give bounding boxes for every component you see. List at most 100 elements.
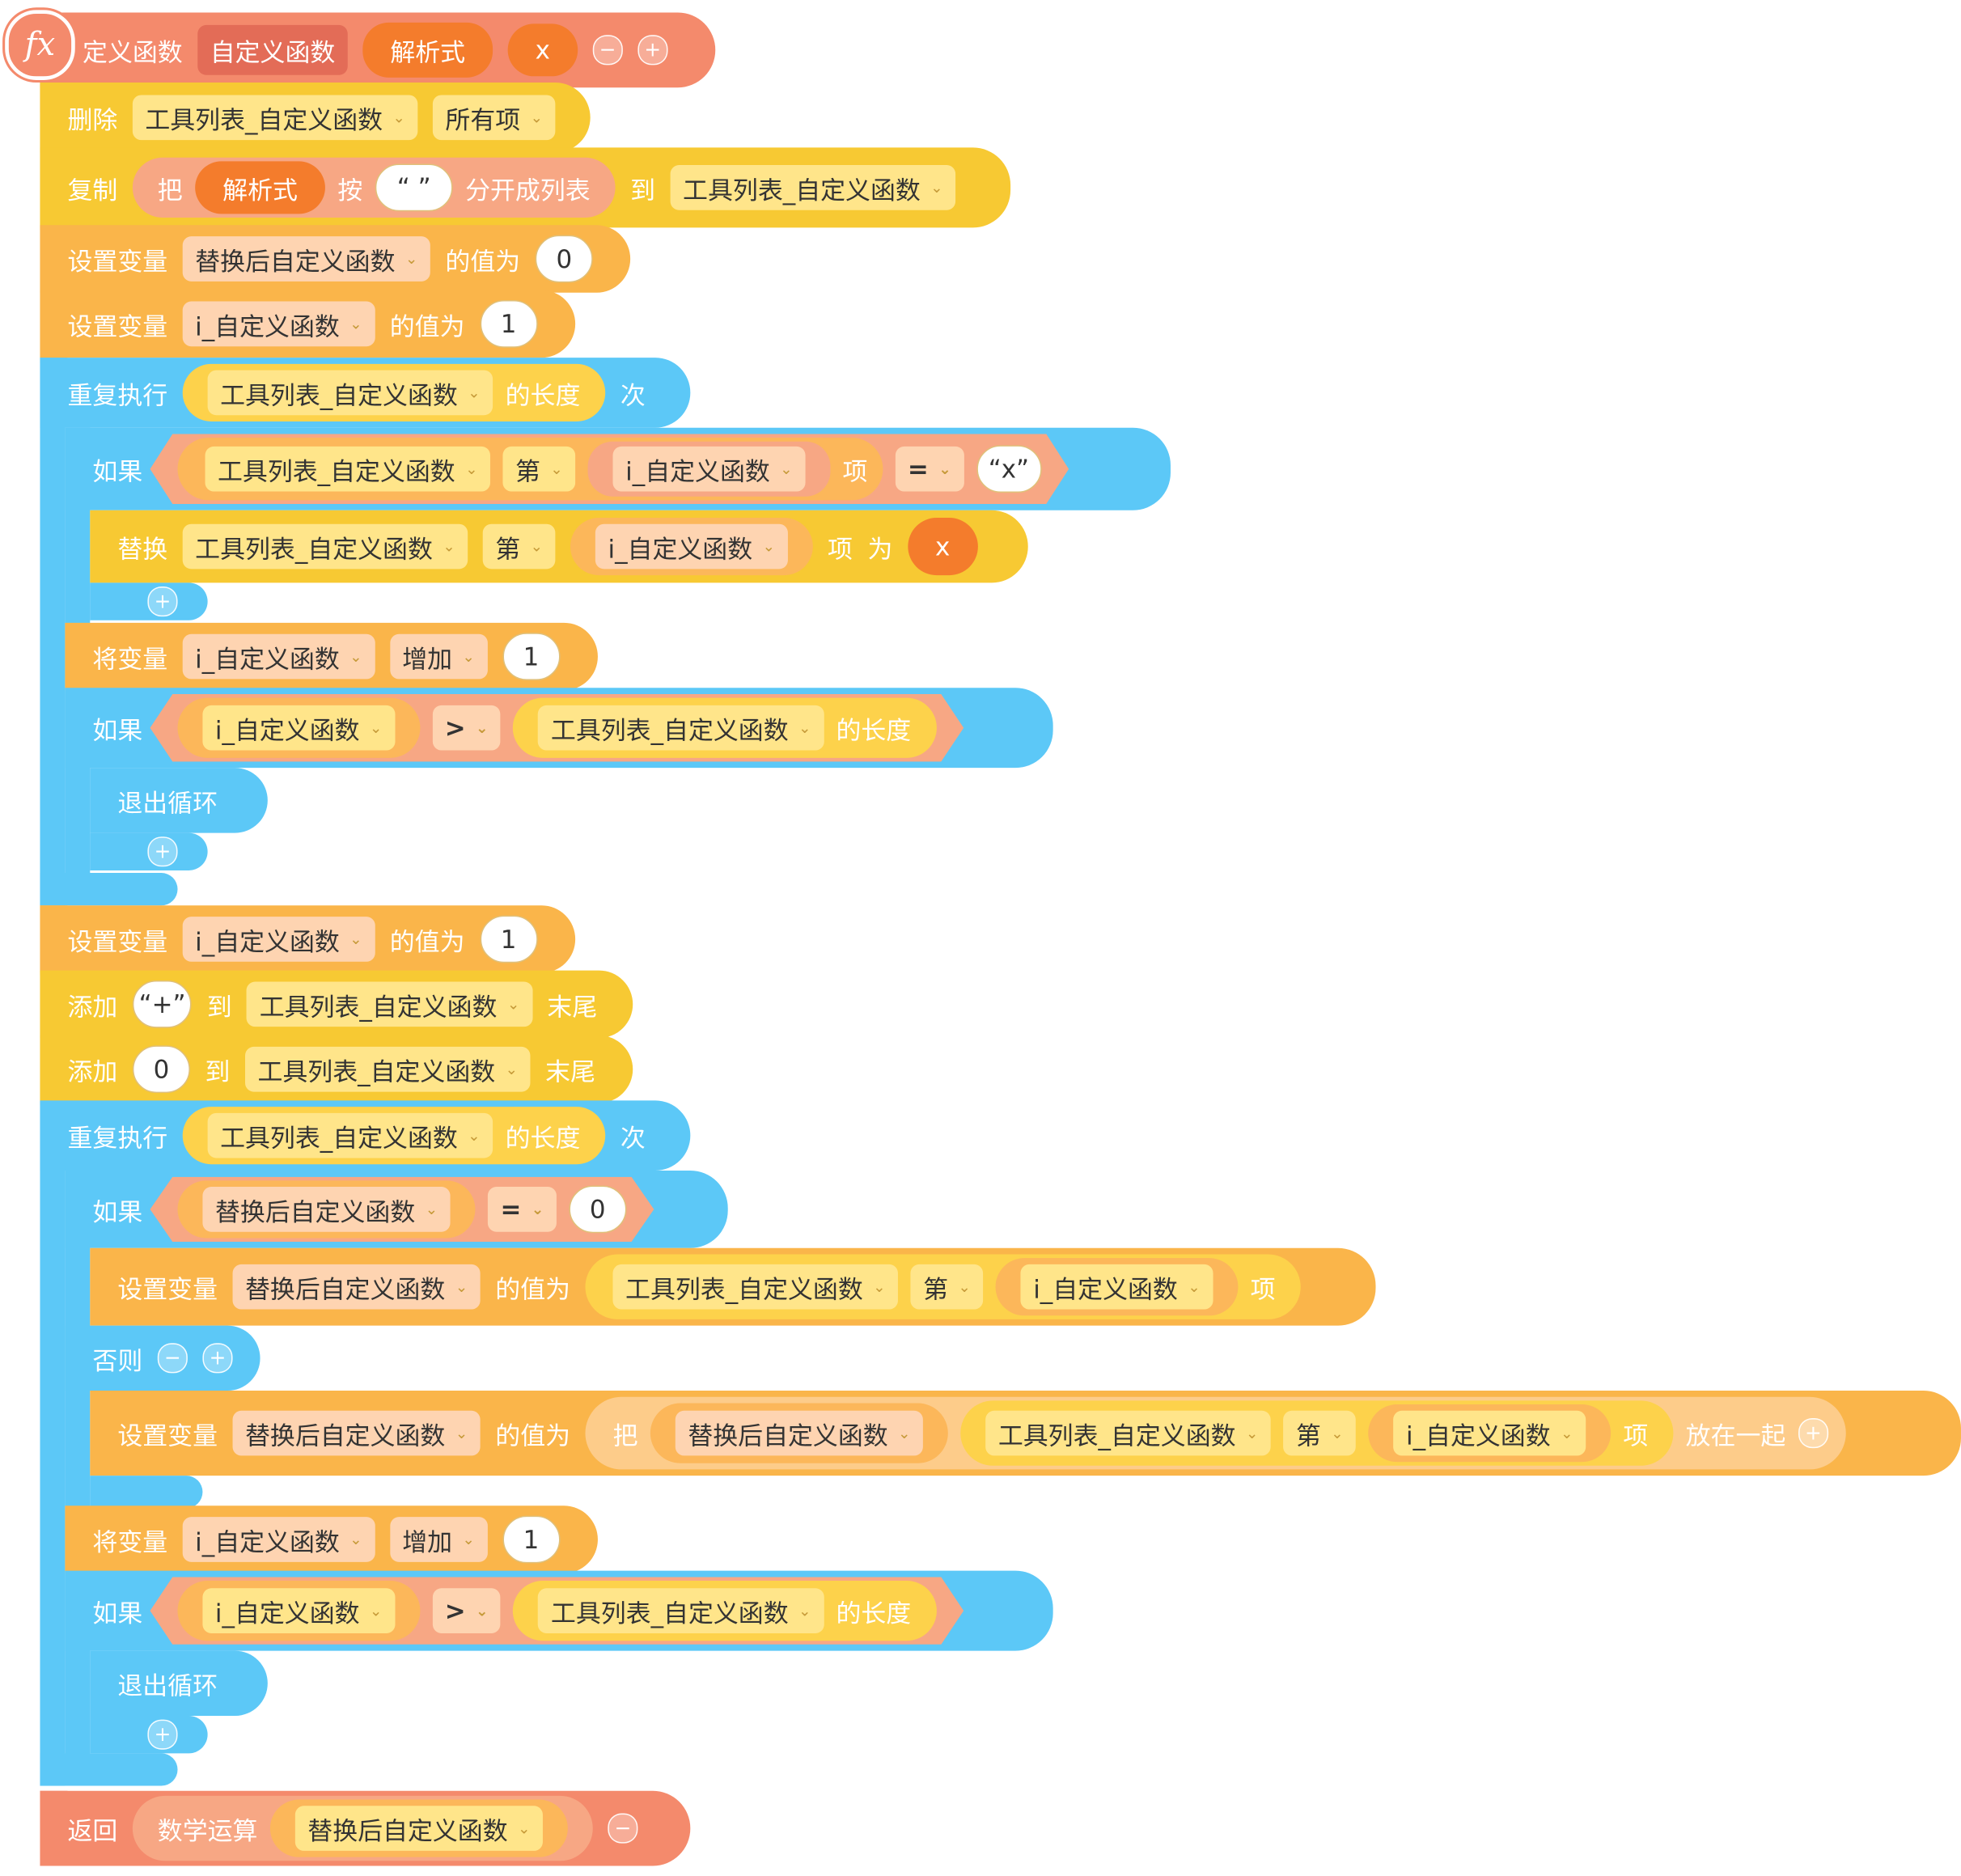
if-block[interactable]: 如果 i_自定义函数⌄ >⌄ 工具列表_自定义函数⌄ 的长度 <box>65 1570 1053 1651</box>
list-item-reporter[interactable]: 工具列表_自定义函数⌄ 第⌄ i_自定义函数⌄ 项 <box>178 438 883 500</box>
nth-dropdown[interactable]: 第⌄ <box>910 1264 984 1310</box>
operator-dropdown[interactable]: >⌄ <box>432 705 501 751</box>
var-dropdown[interactable]: i_自定义函数⌄ <box>182 633 375 680</box>
equals-condition[interactable]: 替换后自定义函数⌄ =⌄ 0 <box>150 1177 654 1242</box>
var-dropdown[interactable]: 替换后自定义函数⌄ <box>232 1410 481 1456</box>
list-dropdown[interactable]: 工具列表_自定义函数⌄ <box>247 981 532 1027</box>
if-block[interactable]: 如果 工具列表_自定义函数⌄ 第⌄ i_自定义函数⌄ 项 =⌄ “x” <box>65 427 1171 510</box>
value-input[interactable]: 0 <box>132 1045 190 1094</box>
repeat-block[interactable]: 重复执行 工具列表_自定义函数⌄ 的长度 次 <box>40 1100 691 1171</box>
list-dropdown[interactable]: 工具列表_自定义函数⌄ <box>612 1264 899 1310</box>
value-input[interactable]: 1 <box>480 915 538 963</box>
add-branch-icon[interactable]: + <box>147 587 178 617</box>
set-variable-block[interactable]: 设置变量 i_自定义函数⌄ 的值为 1 <box>40 905 576 973</box>
var-dropdown[interactable]: i_自定义函数⌄ <box>182 301 375 347</box>
operator-dropdown[interactable]: =⌄ <box>895 447 964 492</box>
var-dropdown[interactable]: i_自定义函数⌄ <box>202 705 394 751</box>
list-item-reporter[interactable]: 工具列表_自定义函数⌄ 第⌄ i_自定义函数⌄ 项 <box>585 1254 1301 1319</box>
greater-condition[interactable]: i_自定义函数⌄ >⌄ 工具列表_自定义函数⌄ 的长度 <box>150 1577 964 1644</box>
nth-dropdown[interactable]: 第⌄ <box>1283 1410 1357 1456</box>
var-dropdown[interactable]: i_自定义函数⌄ <box>1393 1410 1586 1456</box>
param-jiexishi-ref[interactable]: 解析式 <box>195 161 325 214</box>
return-block[interactable]: 返回 数学运算 替换后自定义函数⌄ − <box>40 1790 691 1866</box>
list-length-reporter[interactable]: 工具列表_自定义函数⌄ 的长度 <box>514 698 937 758</box>
var-reporter[interactable]: i_自定义函数⌄ <box>178 1581 420 1641</box>
list-length-reporter[interactable]: 工具列表_自定义函数⌄ 的长度 <box>182 1107 606 1165</box>
set-variable-block[interactable]: 设置变量 替换后自定义函数⌄ 的值为 把 替换后自定义函数⌄ 工具列表_自定义函… <box>90 1391 1961 1476</box>
copy-split-block[interactable]: 复制 把 解析式 按 “ ” 分开成列表 到 工具列表_自定义函数⌄ <box>40 147 1011 228</box>
var-dropdown[interactable]: 替换后自定义函数⌄ <box>182 236 430 282</box>
split-reporter[interactable]: 把 解析式 按 “ ” 分开成列表 <box>132 157 616 218</box>
list-dropdown[interactable]: 工具列表_自定义函数⌄ <box>985 1410 1271 1456</box>
value-input[interactable]: 1 <box>480 300 538 348</box>
value-input[interactable]: 0 <box>569 1186 626 1234</box>
op-dropdown[interactable]: 增加⌄ <box>389 633 488 680</box>
set-variable-block[interactable]: 设置变量 i_自定义函数⌄ 的值为 1 <box>40 290 576 358</box>
op-dropdown[interactable]: 增加⌄ <box>389 1517 488 1562</box>
nth-dropdown[interactable]: 第⌄ <box>503 447 576 492</box>
var-reporter[interactable]: i_自定义函数⌄ <box>570 518 813 576</box>
change-variable-block[interactable]: 将变量 i_自定义函数⌄ 增加⌄ 1 <box>65 622 598 691</box>
list-dropdown[interactable]: 工具列表_自定义函数⌄ <box>182 523 468 570</box>
operator-dropdown[interactable]: =⌄ <box>488 1187 557 1232</box>
operator-dropdown[interactable]: >⌄ <box>432 1588 501 1633</box>
var-dropdown[interactable]: i_自定义函数⌄ <box>613 447 805 492</box>
remove-branch-icon[interactable]: − <box>157 1343 188 1374</box>
var-reporter[interactable]: i_自定义函数⌄ <box>178 698 420 758</box>
list-dropdown[interactable]: 工具列表_自定义函数⌄ <box>538 705 824 751</box>
list-dropdown[interactable]: 工具列表_自定义函数⌄ <box>670 165 956 210</box>
var-dropdown[interactable]: 替换后自定义函数⌄ <box>202 1187 450 1232</box>
add-branch-icon[interactable]: + <box>202 1343 233 1374</box>
change-variable-block[interactable]: 将变量 i_自定义函数⌄ 增加⌄ 1 <box>65 1505 598 1573</box>
var-dropdown[interactable]: 替换后自定义函数⌄ <box>294 1806 544 1851</box>
add-join-item-icon[interactable]: + <box>1798 1418 1828 1449</box>
add-branch-icon[interactable]: + <box>147 1719 178 1750</box>
set-variable-block[interactable]: 设置变量 替换后自定义函数⌄ 的值为 0 <box>40 225 631 293</box>
string-input[interactable]: “x” <box>976 445 1041 493</box>
equals-condition[interactable]: 工具列表_自定义函数⌄ 第⌄ i_自定义函数⌄ 项 =⌄ “x” <box>150 434 1069 504</box>
remove-icon[interactable]: − <box>608 1813 638 1844</box>
var-dropdown[interactable]: 替换后自定义函数⌄ <box>232 1264 481 1310</box>
var-dropdown[interactable]: i_自定义函数⌄ <box>1020 1264 1213 1310</box>
add-to-list-block[interactable]: 添加 0 到 工具列表_自定义函数⌄ 末尾 <box>40 1035 633 1103</box>
var-reporter[interactable]: i_自定义函数⌄ <box>1368 1404 1611 1463</box>
var-dropdown[interactable]: i_自定义函数⌄ <box>595 523 788 570</box>
value-input[interactable]: 0 <box>535 235 593 283</box>
separator-input[interactable]: “ ” <box>375 163 453 212</box>
if-block[interactable]: 如果 i_自定义函数⌄ >⌄ 工具列表_自定义函数⌄ 的长度 <box>65 688 1053 769</box>
var-reporter[interactable]: i_自定义函数⌄ <box>995 1258 1239 1316</box>
value-input[interactable]: “+” <box>132 980 193 1028</box>
var-dropdown[interactable]: i_自定义函数⌄ <box>182 1517 375 1562</box>
set-variable-block[interactable]: 设置变量 替换后自定义函数⌄ 的值为 工具列表_自定义函数⌄ 第⌄ i_自定义函… <box>90 1247 1376 1326</box>
nth-dropdown[interactable]: 第⌄ <box>482 523 556 570</box>
replace-item-block[interactable]: 替换 工具列表_自定义函数⌄ 第⌄ i_自定义函数⌄ 项 为 x <box>90 510 1028 583</box>
var-dropdown[interactable]: i_自定义函数⌄ <box>182 917 375 962</box>
add-branch-icon[interactable]: + <box>147 836 178 867</box>
value-input[interactable]: 1 <box>502 1515 561 1564</box>
break-loop-block[interactable]: 退出循环 <box>90 768 268 833</box>
math-eval-reporter[interactable]: 数学运算 替换后自定义函数⌄ <box>132 1795 593 1861</box>
var-dropdown[interactable]: 替换后自定义函数⌄ <box>675 1410 924 1456</box>
var-dropdown[interactable]: i_自定义函数⌄ <box>202 1588 394 1633</box>
greater-condition[interactable]: i_自定义函数⌄ >⌄ 工具列表_自定义函数⌄ 的长度 <box>150 694 964 761</box>
repeat-block[interactable]: 重复执行 工具列表_自定义函数⌄ 的长度 次 <box>40 358 691 428</box>
param-x[interactable]: x <box>507 23 578 77</box>
if-else-block[interactable]: 如果 替换后自定义函数⌄ =⌄ 0 <box>65 1170 728 1248</box>
var-reporter[interactable]: i_自定义函数⌄ <box>588 442 830 497</box>
define-function-block[interactable]: 定义函数 自定义函数 解析式 x − + <box>40 12 716 88</box>
list-length-reporter[interactable]: 工具列表_自定义函数⌄ 的长度 <box>514 1581 937 1641</box>
list-dropdown[interactable]: 工具列表_自定义函数⌄ <box>207 1112 493 1158</box>
var-reporter[interactable]: 替换后自定义函数⌄ <box>269 1799 568 1857</box>
add-to-list-block[interactable]: 添加 “+” 到 工具列表_自定义函数⌄ 末尾 <box>40 970 633 1039</box>
list-item-reporter[interactable]: 工具列表_自定义函数⌄ 第⌄ i_自定义函数⌄ 项 <box>960 1400 1674 1466</box>
remove-param-icon[interactable]: − <box>592 35 623 66</box>
list-dropdown[interactable]: 工具列表_自定义函数⌄ <box>205 447 491 492</box>
var-reporter[interactable]: 替换后自定义函数⌄ <box>178 1180 476 1238</box>
list-length-reporter[interactable]: 工具列表_自定义函数⌄ 的长度 <box>182 363 606 421</box>
delete-items-block[interactable]: 删除 工具列表_自定义函数⌄ 所有项⌄ <box>40 83 591 153</box>
list-dropdown[interactable]: 工具列表_自定义函数⌄ <box>132 95 418 141</box>
list-dropdown[interactable]: 工具列表_自定义函数⌄ <box>244 1046 531 1092</box>
list-dropdown[interactable]: 工具列表_自定义函数⌄ <box>207 370 493 416</box>
param-x-ref[interactable]: x <box>907 518 978 576</box>
break-loop-block[interactable]: 退出循环 <box>90 1650 268 1716</box>
